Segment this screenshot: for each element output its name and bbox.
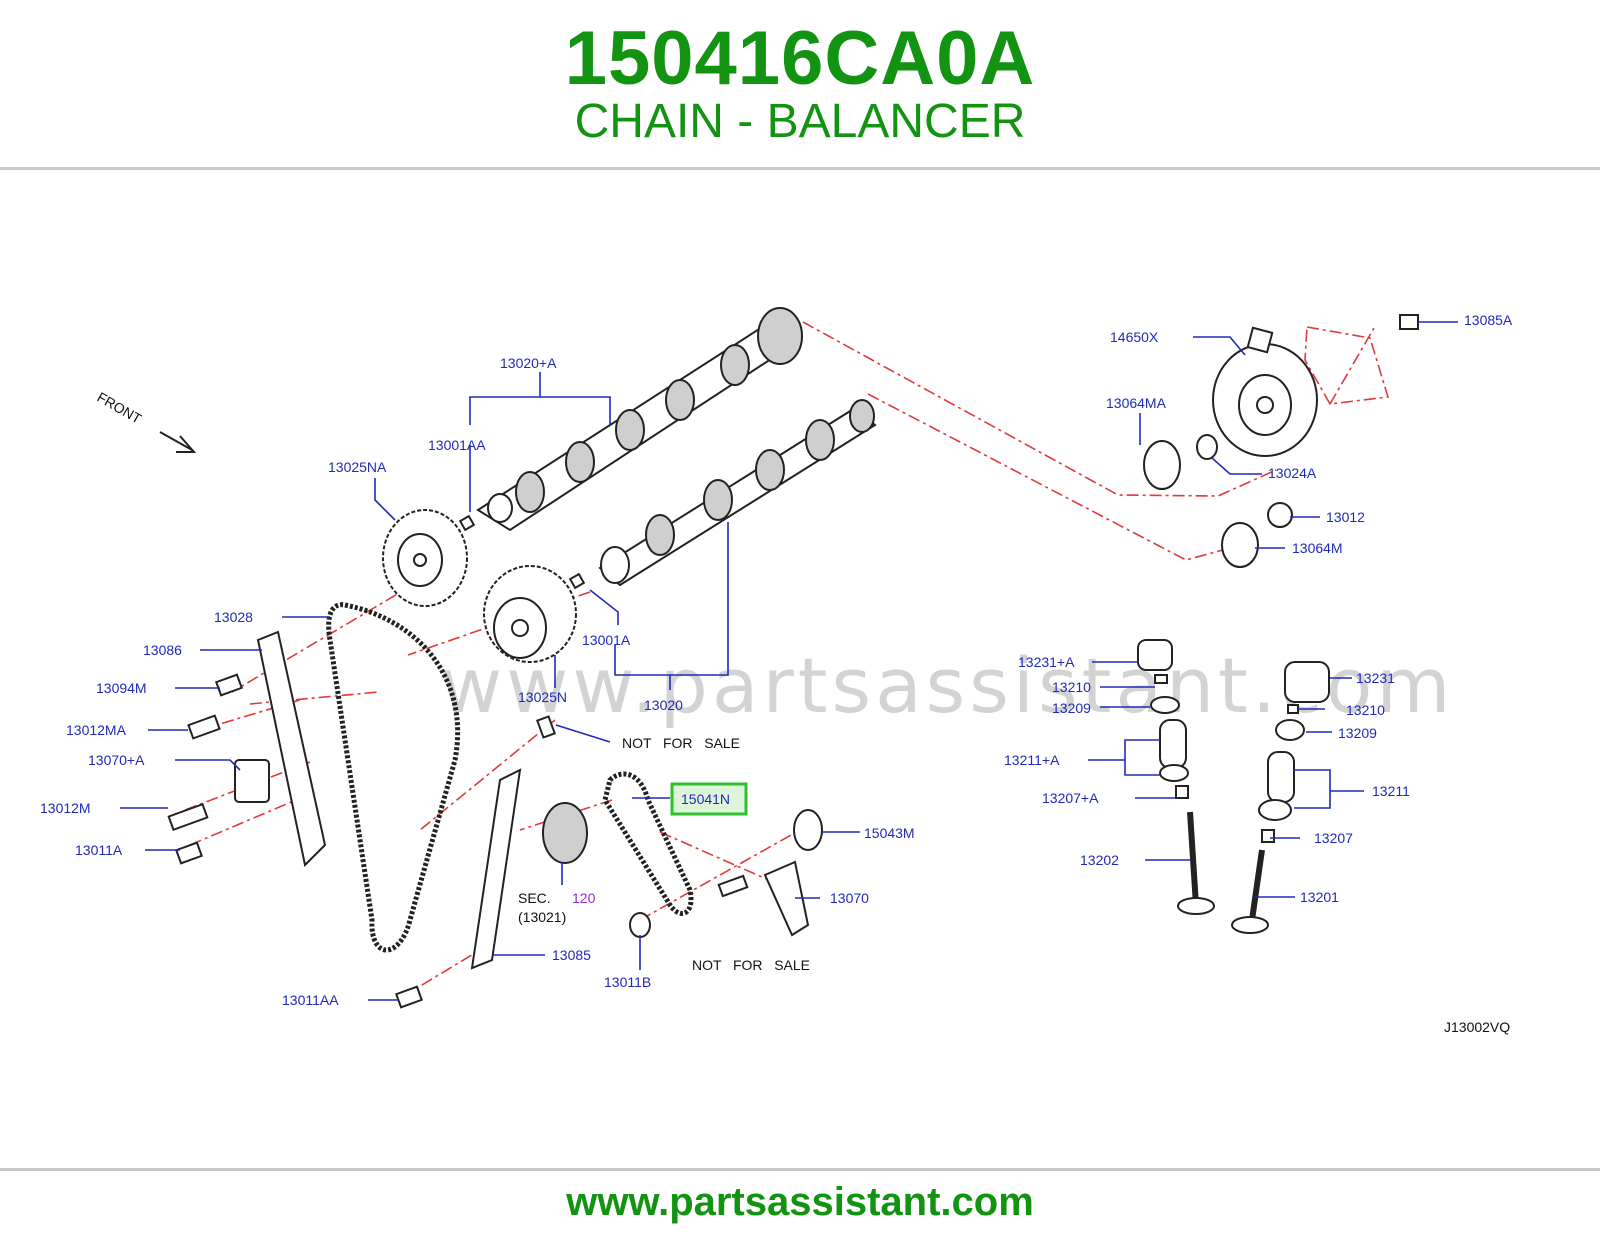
label-13012m[interactable]: 13012M — [40, 800, 91, 816]
not-for-sale-1: NOT FOR SALE — [622, 735, 740, 751]
valve-train-right — [1231, 661, 1330, 934]
figure-code: J13002VQ — [1444, 1019, 1510, 1035]
label-13028[interactable]: 13028 — [214, 609, 253, 625]
label-13012[interactable]: 13012 — [1326, 509, 1365, 525]
label-13064ma[interactable]: 13064MA — [1106, 395, 1167, 411]
label-13025n[interactable]: 13025N — [518, 689, 567, 705]
balancer-sprocket — [542, 802, 588, 864]
label-13020[interactable]: 13020 — [644, 697, 683, 713]
leader-lines — [120, 321, 1458, 1001]
seal-13024a — [1196, 434, 1218, 460]
label-13020a[interactable]: 13020+A — [500, 355, 557, 371]
timing-chain — [326, 602, 461, 953]
front-label: FRONT — [95, 389, 145, 427]
label-13211[interactable]: 13211 — [1372, 783, 1410, 799]
label-13070a[interactable]: 13070+A — [88, 752, 145, 768]
page-header: 150416CA0A CHAIN - BALANCER — [0, 0, 1600, 170]
label-13025na[interactable]: 13025NA — [328, 459, 387, 475]
label-15043m[interactable]: 15043M — [864, 825, 915, 841]
label-13001aa[interactable]: 13001AA — [428, 437, 486, 453]
label-13085a[interactable]: 13085A — [1464, 312, 1513, 328]
label-13231a[interactable]: 13231+A — [1018, 654, 1075, 670]
seal-13012 — [1267, 502, 1293, 528]
highlight-box-15041n[interactable] — [670, 782, 748, 816]
watermark-text: www.partsassistant.com — [440, 641, 1454, 730]
label-13064m[interactable]: 13064M — [1292, 540, 1343, 556]
coupling-13064ma — [1143, 440, 1181, 490]
label-13085[interactable]: 13085 — [552, 947, 591, 963]
label-13211a[interactable]: 13211+A — [1004, 752, 1060, 768]
label-13209-right[interactable]: 13209 — [1338, 725, 1377, 741]
label-13210-left[interactable]: 13210 — [1052, 679, 1091, 695]
footer-url-link[interactable]: www.partsassistant.com — [566, 1180, 1034, 1224]
label-13201[interactable]: 13201 — [1300, 889, 1339, 905]
label-13011b[interactable]: 13011B — [604, 974, 651, 990]
sprocket-exhaust — [483, 565, 577, 663]
label-13094m[interactable]: 13094M — [96, 680, 147, 696]
label-15041n[interactable]: 15041N — [681, 791, 730, 807]
label-13024a[interactable]: 13024A — [1268, 465, 1317, 481]
tensioner-13070 — [763, 860, 810, 937]
header-divider — [0, 167, 1600, 170]
front-arrow-icon — [159, 431, 197, 453]
label-13207a[interactable]: 13207+A — [1042, 790, 1099, 806]
valve-train-left — [1137, 639, 1215, 915]
label-13207[interactable]: 13207 — [1314, 830, 1353, 846]
part-name-subtitle: CHAIN - BALANCER — [574, 95, 1026, 148]
sprocket-intake — [382, 509, 468, 607]
sec-ref: (13021) — [518, 909, 566, 925]
label-14650x[interactable]: 14650X — [1110, 329, 1159, 345]
camshaft-upper — [476, 307, 803, 532]
part-number-title: 150416CA0A — [564, 16, 1036, 101]
vacuum-pump — [1212, 314, 1419, 457]
label-13011aa[interactable]: 13011AA — [282, 992, 339, 1008]
part-labels: 13020+A 13001AA 13025NA 13028 13086 1309… — [40, 312, 1513, 1035]
sprocket-15043m — [793, 809, 823, 851]
label-13210-right[interactable]: 13210 — [1346, 702, 1385, 718]
not-for-sale-2: NOT FOR SALE — [692, 957, 810, 973]
label-13001a[interactable]: 13001A — [582, 632, 631, 648]
label-13231[interactable]: 13231 — [1356, 670, 1395, 686]
balancer-guide — [470, 768, 522, 970]
balancer-chain — [602, 771, 694, 916]
chain-guide-left — [256, 630, 327, 868]
sec-number-link[interactable]: 120 — [572, 890, 596, 906]
sec-label: SEC. — [518, 890, 551, 906]
tensioner-13070a — [234, 759, 270, 803]
bolt-13011b — [629, 912, 651, 938]
label-13011a[interactable]: 13011A — [75, 842, 123, 858]
label-13012ma[interactable]: 13012MA — [66, 722, 127, 738]
label-13070[interactable]: 13070 — [830, 890, 869, 906]
coupling-13064m — [1221, 522, 1259, 568]
footer-divider — [0, 1168, 1600, 1171]
label-13086[interactable]: 13086 — [143, 642, 182, 658]
label-13209-left[interactable]: 13209 — [1052, 700, 1091, 716]
camshaft-lower — [598, 399, 877, 587]
label-13202[interactable]: 13202 — [1080, 852, 1119, 868]
